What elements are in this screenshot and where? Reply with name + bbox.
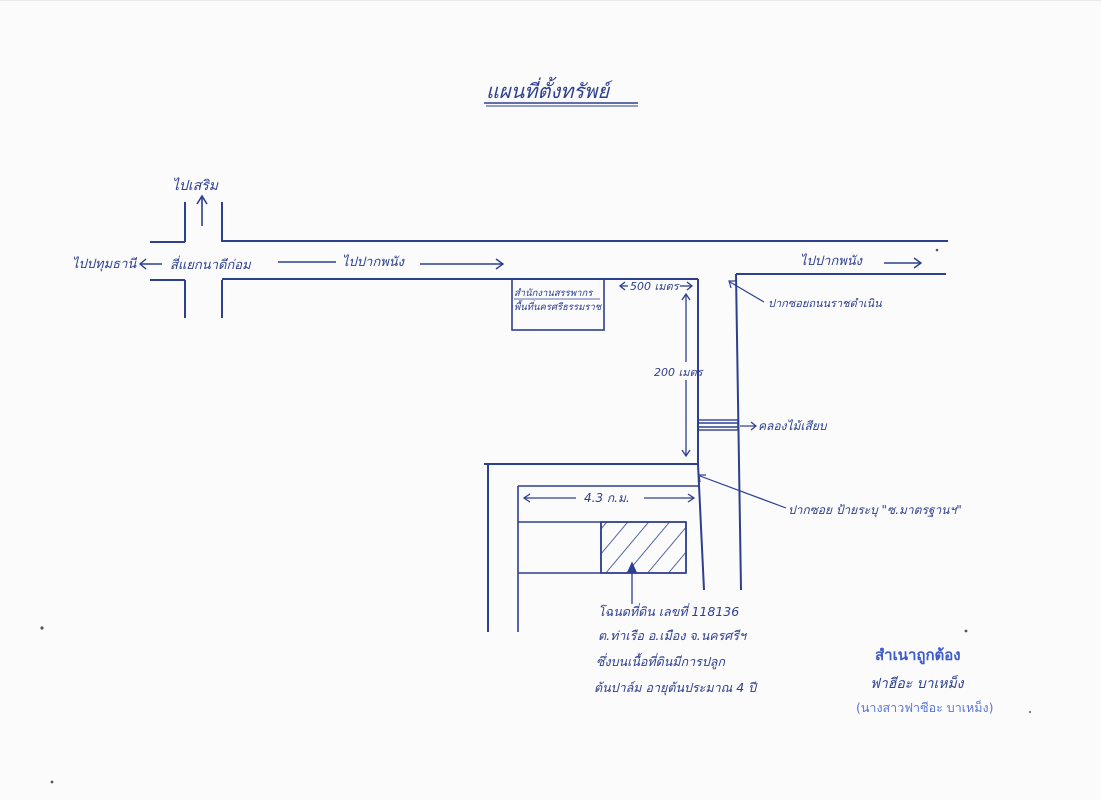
soi-sign-label: ปากซอย ป้ายระบุ "ซ.มาตรฐานฯ"	[788, 503, 962, 518]
signer-name: (นางสาวฟาซีอะ บาเหม็ง)	[856, 700, 993, 715]
certified-copy-stamp: สำเนาถูกต้อง	[875, 646, 961, 665]
road-direction-label: ไปปากพนัง	[342, 254, 406, 270]
subject-plot-hatched	[600, 521, 687, 574]
road-direction-arrow-icon	[278, 258, 505, 270]
deed-pointer-icon	[626, 561, 638, 604]
deed-line-3: ซึ่งบนเนื้อที่ดินมีการปลูก	[596, 652, 726, 670]
east-direction-label: ไปปากพนัง	[800, 253, 864, 269]
roads	[150, 202, 948, 632]
deed-line-4: ต้นปาล์ม อายุต้นประมาณ 4 ปี	[594, 680, 758, 696]
north-direction-label: ไปเสริม	[172, 177, 219, 194]
west-arrow-icon	[138, 258, 162, 270]
canal-label: คลองไม้เสียบ	[758, 419, 828, 433]
soi-entrance-pointer-icon	[728, 280, 765, 303]
soi-sign-pointer-icon	[698, 474, 787, 509]
signature: ฟาฮีอะ บาเหม็ง	[870, 675, 965, 692]
distance-horizontal-label: 500 เมตร	[630, 280, 681, 293]
canal-arrow-icon	[740, 421, 757, 431]
distance-arrow-vertical-icon	[681, 292, 691, 458]
office-label-line1: สำนักงานสรรพากร	[514, 288, 594, 299]
office-label-line2: พื้นที่นครศรีธรรมราช	[514, 299, 603, 313]
junction-label: สี่แยกนาดีก่อม	[170, 255, 252, 273]
west-direction-label: ไปปทุมธานี	[72, 256, 138, 272]
plot-width-arrow-icon	[522, 493, 696, 503]
north-arrow-icon	[196, 194, 208, 226]
canal-bridge-icon	[697, 419, 739, 431]
scan-specks	[40, 248, 1031, 784]
revenue-office-building	[511, 278, 605, 331]
east-arrow-icon	[884, 257, 923, 269]
distance-vertical-label: 200 เมตร	[654, 366, 705, 379]
deed-line-2: ต.ท่าเรือ อ.เมือง จ.นครศรีฯ	[598, 628, 748, 643]
soi-entrance-label: ปากซอยถนนราชดำเนิน	[768, 297, 882, 310]
map-title: แผนที่ตั้งทรัพย์	[486, 76, 613, 103]
deed-line-1: โฉนดที่ดิน เลขที่ 118136	[598, 603, 739, 619]
plot-width-label: 4.3 ก.ม.	[584, 491, 630, 505]
distance-arrow-horizontal-icon	[618, 281, 694, 291]
